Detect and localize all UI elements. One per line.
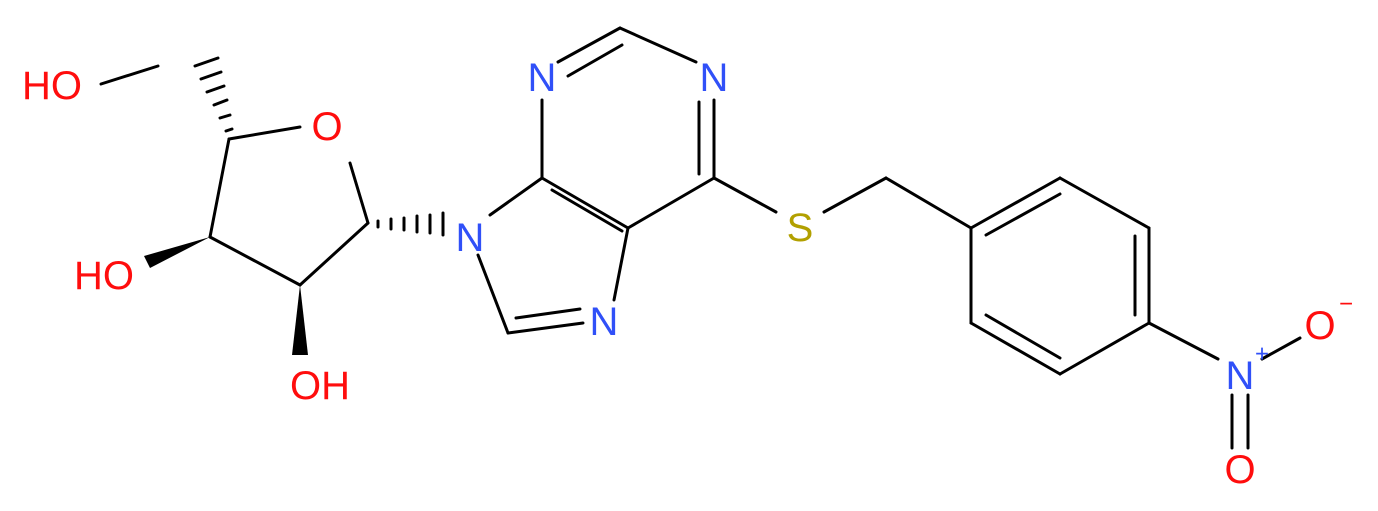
bond-c4-c5 bbox=[540, 176, 630, 230]
bond-ar-5 bbox=[969, 321, 1062, 376]
atom-sulfur: S bbox=[787, 206, 814, 250]
bond-c2-n1 bbox=[618, 26, 698, 64]
bond-c2-c3 bbox=[208, 235, 302, 287]
bond-n3-c2 bbox=[556, 26, 622, 64]
atom-ring-oxygen: O bbox=[311, 105, 342, 149]
bond-ar-5-double bbox=[984, 313, 1062, 360]
atom-ho-left: HO bbox=[74, 254, 134, 298]
charge-plus: + bbox=[1255, 341, 1269, 368]
bond-n-o-right bbox=[1260, 336, 1302, 361]
bond-c3-c4 bbox=[208, 137, 231, 239]
atom-nitro-oxygen-right: O bbox=[1304, 304, 1335, 348]
bond-n9-c8 bbox=[476, 253, 510, 335]
bond-ar-1-double bbox=[984, 192, 1062, 237]
wedge-c3-ho bbox=[144, 237, 210, 268]
bond-ch2-ar bbox=[884, 176, 973, 230]
bond-ar-nitro bbox=[1147, 321, 1220, 361]
bond-s-ch2 bbox=[822, 176, 888, 214]
atom-labels: HO O HO OH N N N N S N + O − O bbox=[22, 56, 1353, 492]
atom-nitro-oxygen-bottom: O bbox=[1224, 448, 1255, 492]
hash-bond-c4-c5 bbox=[193, 56, 234, 133]
wedge-c2-oh bbox=[292, 285, 308, 355]
bond-c4-c5-double bbox=[550, 188, 624, 233]
bond-n3-c2-double bbox=[566, 43, 624, 78]
nitrophenyl-group bbox=[822, 176, 1302, 450]
ribose-ring bbox=[99, 56, 445, 355]
bond-c6-c5 bbox=[626, 176, 716, 230]
atom-n9: N bbox=[456, 216, 485, 260]
bond-c6-s bbox=[712, 176, 778, 214]
bond-c8-n7-double bbox=[514, 307, 582, 320]
bond-c5-oh bbox=[99, 64, 160, 86]
bond-c4-o bbox=[227, 125, 302, 141]
bond-ar-2 bbox=[1058, 176, 1151, 230]
bond-ar-4 bbox=[1058, 321, 1151, 376]
bond-o-c1 bbox=[348, 161, 370, 225]
charge-minus: − bbox=[1339, 291, 1353, 318]
bond-c1-c2 bbox=[298, 221, 370, 287]
atom-n3: N bbox=[528, 56, 557, 100]
bond-n7-c5 bbox=[612, 226, 630, 302]
bond-n9-c4 bbox=[488, 176, 544, 217]
atom-oh-bottom: OH bbox=[290, 364, 350, 408]
purine-system bbox=[476, 26, 778, 335]
atom-n7: N bbox=[590, 300, 619, 344]
atom-ho-top: HO bbox=[22, 64, 82, 108]
atom-nitro-nitrogen: N bbox=[1226, 354, 1255, 398]
bond-c8-n7 bbox=[506, 321, 585, 335]
atom-n1: N bbox=[700, 56, 729, 100]
bond-ar-1 bbox=[969, 176, 1062, 230]
hash-bond-c1-n9 bbox=[376, 211, 445, 237]
